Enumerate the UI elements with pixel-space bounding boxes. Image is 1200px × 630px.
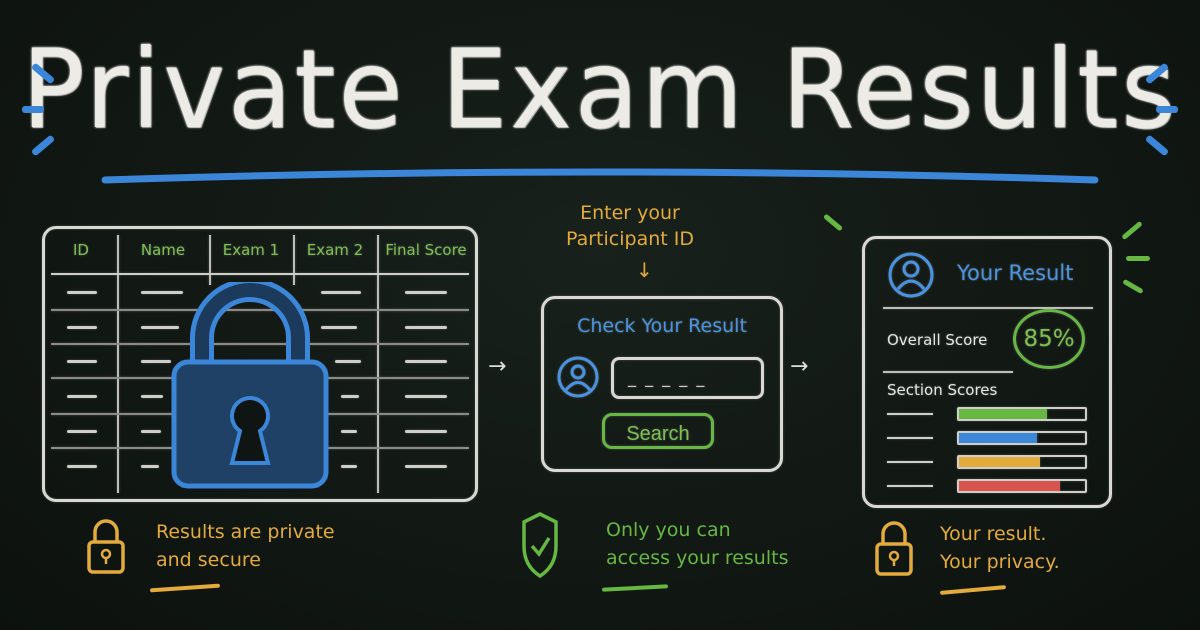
redacted-cell <box>341 395 359 398</box>
progress-bar <box>957 407 1087 421</box>
section-score-row <box>887 455 1087 469</box>
progress-bar <box>957 479 1087 493</box>
redacted-cell <box>141 291 183 294</box>
progress-bar <box>957 431 1087 445</box>
footer-only-you: Only you can access your results <box>606 516 788 572</box>
hint-line-1: Enter your <box>580 202 680 224</box>
arrow-down-icon: ↓ <box>636 258 653 282</box>
redacted-cell <box>141 360 171 363</box>
footer-line: Results are private <box>156 521 335 543</box>
redacted-cell <box>405 360 447 363</box>
redacted-cell <box>141 326 179 329</box>
redacted-section-label <box>887 485 933 487</box>
section-score-row <box>887 479 1087 493</box>
title-ray-right-mid <box>1156 106 1178 113</box>
redacted-cell <box>67 465 97 468</box>
redacted-cell <box>141 430 161 433</box>
redacted-cell <box>335 360 361 363</box>
redacted-cell <box>341 465 357 468</box>
row-divider <box>51 343 469 345</box>
footer-line: Your result. <box>940 523 1047 545</box>
check-result-card: Check Your Result _ _ _ _ _ Search <box>541 296 783 472</box>
redacted-cell <box>67 360 97 363</box>
search-button[interactable]: Search <box>602 413 714 449</box>
column-header-name: Name <box>140 241 186 259</box>
column-header-id: ID <box>73 241 89 259</box>
redacted-section-label <box>887 413 933 415</box>
title-ray-left-mid <box>22 106 44 113</box>
redacted-cell <box>141 395 163 398</box>
section-scores-label: Section Scores <box>887 381 998 399</box>
redacted-cell <box>405 326 447 329</box>
progress-fill <box>959 409 1048 419</box>
footer-private-secure: Results are private and secure <box>156 518 335 574</box>
flow-arrow-2: → <box>790 354 809 379</box>
padlock-icon <box>87 519 125 574</box>
redacted-cell <box>341 430 357 433</box>
redacted-cell <box>321 326 357 329</box>
overall-score-label: Overall Score <box>887 331 988 349</box>
user-icon <box>557 356 599 398</box>
footer-line: Only you can <box>606 519 731 541</box>
your-result-title: Your Result <box>957 261 1074 285</box>
redacted-cell <box>67 326 97 329</box>
footer-line: and secure <box>156 549 261 571</box>
row-divider <box>51 309 469 311</box>
section-score-row <box>887 407 1087 421</box>
locked-results-table: ID Name Exam 1 Exam 2 Final Score <box>42 226 478 502</box>
padlock-icon <box>171 282 329 489</box>
column-header-exam2: Exam 2 <box>306 241 364 259</box>
redacted-cell <box>405 465 447 468</box>
divider <box>883 371 1013 373</box>
header-divider <box>51 273 469 275</box>
padlock-icon <box>875 521 913 576</box>
page-title: Private Exam Results <box>21 24 1179 154</box>
user-icon <box>888 252 934 298</box>
redacted-cell <box>405 291 447 294</box>
footer-your-privacy: Your result. Your privacy. <box>940 520 1060 576</box>
progress-bar <box>957 455 1087 469</box>
progress-fill <box>959 481 1060 491</box>
column-divider <box>117 235 119 493</box>
redacted-cell <box>405 395 447 398</box>
participant-id-input[interactable]: _ _ _ _ _ <box>611 357 764 399</box>
column-header-final-score: Final Score <box>385 241 467 259</box>
redacted-section-label <box>887 437 933 439</box>
flow-arrow-1: → <box>488 354 507 379</box>
section-score-row <box>887 431 1087 445</box>
redacted-cell <box>67 291 97 294</box>
divider <box>883 307 1093 309</box>
check-result-title: Check Your Result <box>577 315 747 337</box>
redacted-cell <box>67 430 97 433</box>
hint-line-2: Participant ID <box>566 228 694 250</box>
redacted-cell <box>405 430 447 433</box>
shield-check-icon <box>522 512 558 579</box>
sparkle-mark <box>1126 256 1150 261</box>
column-divider <box>293 235 295 285</box>
footer-line: access your results <box>606 547 789 569</box>
column-divider <box>209 235 211 285</box>
redacted-cell <box>141 465 159 468</box>
your-result-card: Your Result Overall Score 85% Section Sc… <box>862 236 1112 508</box>
redacted-section-label <box>887 461 933 463</box>
redacted-cell <box>321 291 361 294</box>
participant-id-hint: Enter your Participant ID <box>530 200 730 252</box>
column-divider <box>377 235 379 493</box>
progress-fill <box>959 457 1040 467</box>
title-underline <box>101 168 1099 184</box>
overall-score-value: 85% <box>1013 309 1085 369</box>
progress-fill <box>959 433 1038 443</box>
participant-id-placeholder: _ _ _ _ _ <box>628 368 707 387</box>
footer-line: Your privacy. <box>940 551 1060 573</box>
column-header-exam1: Exam 1 <box>222 241 280 259</box>
redacted-cell <box>67 395 97 398</box>
